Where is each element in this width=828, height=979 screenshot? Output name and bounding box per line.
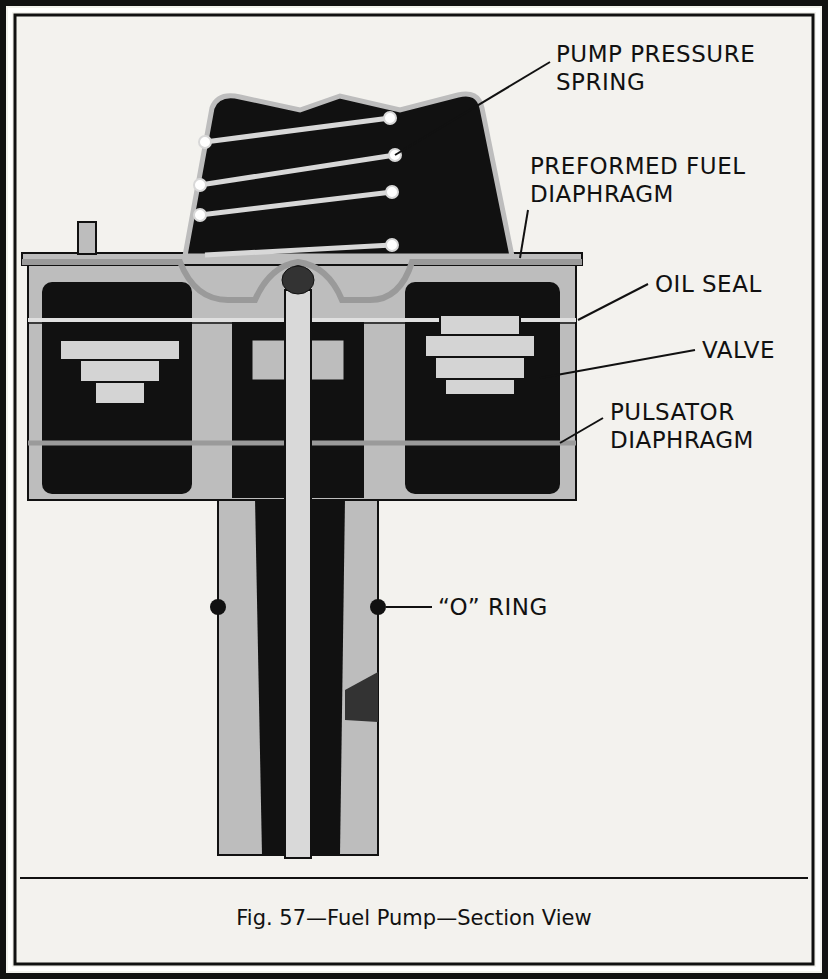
part-label: PUMP PRESSURE SPRING <box>556 40 801 96</box>
part-label: PREFORMED FUEL DIAPHRAGM <box>530 152 805 208</box>
part-label: “O” RING <box>438 593 638 621</box>
part-label: OIL SEAL <box>655 270 805 298</box>
figure-caption: Fig. 57—Fuel Pump—Section View <box>236 905 591 931</box>
part-label: VALVE <box>702 336 802 364</box>
part-label: PULSATOR DIAPHRAGM <box>610 398 805 454</box>
